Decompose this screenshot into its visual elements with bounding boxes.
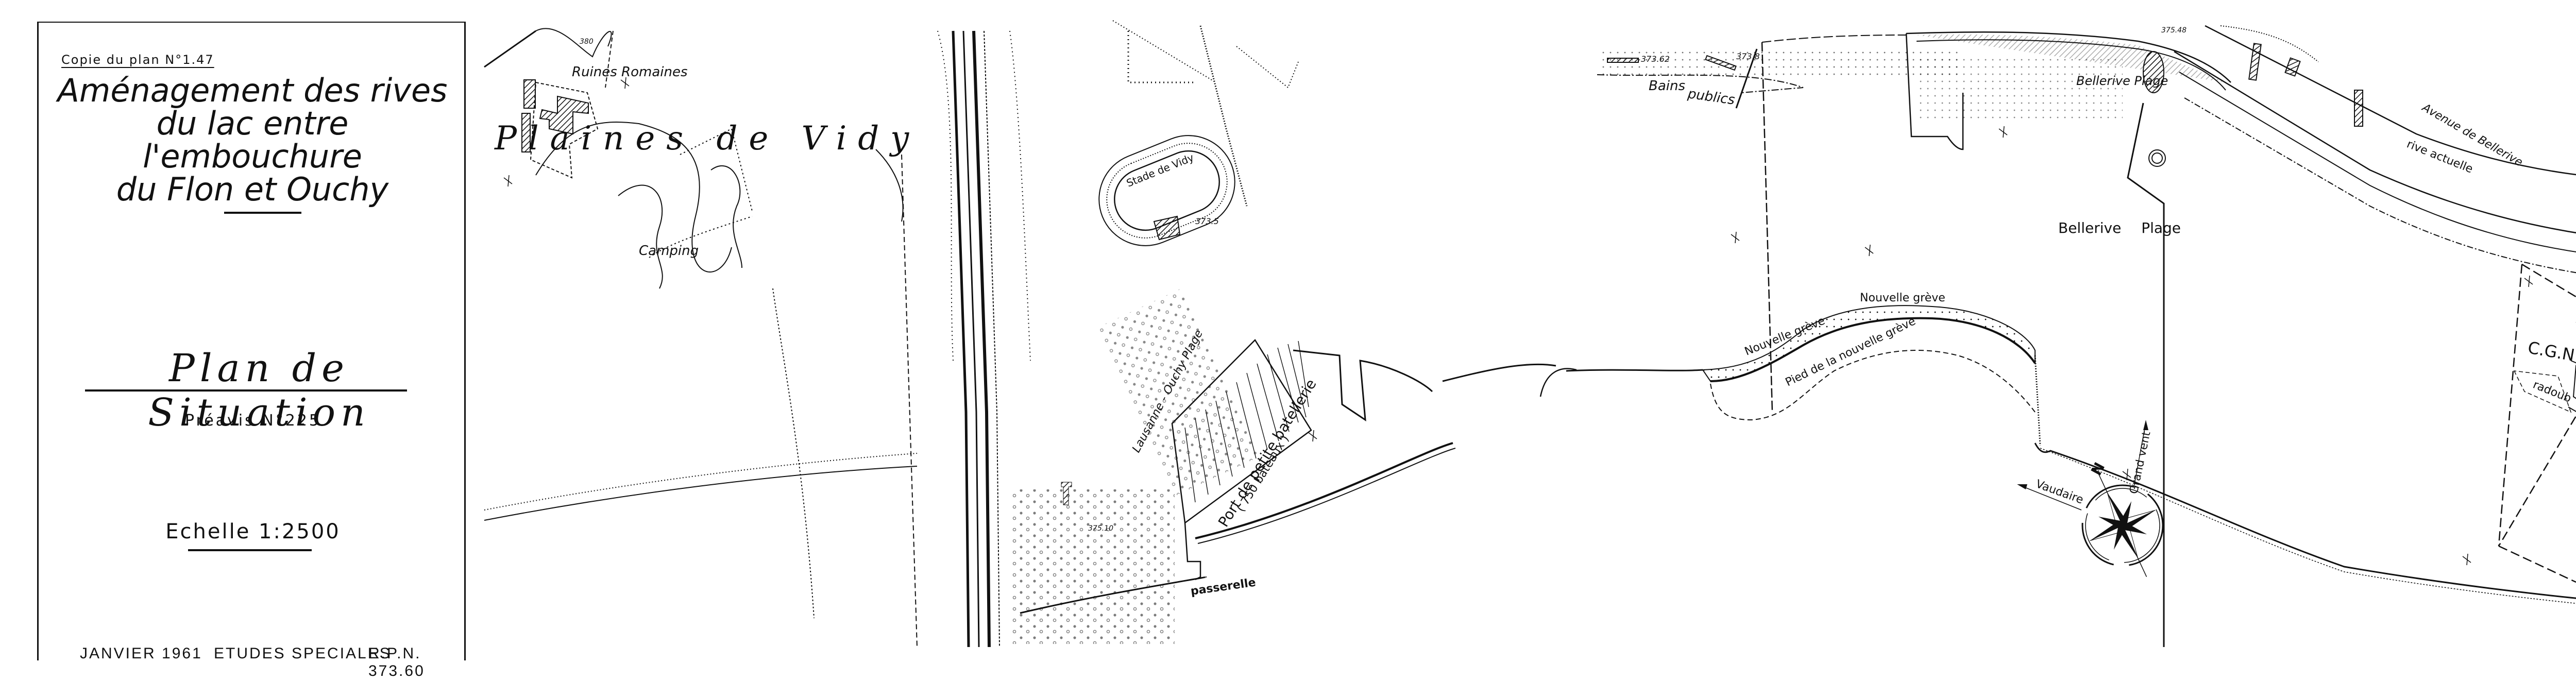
plan-sheet: Copie du plan N°1.47 Aménagement des riv…: [37, 0, 2576, 679]
title-divider: [224, 212, 301, 214]
preavis-number: Préavis N°225: [184, 412, 321, 430]
label-nouvelle-greve-2: Nouvelle grève: [1860, 292, 1945, 304]
compass-grand-vent-label: Grand vent: [2127, 430, 2153, 495]
nouvelle-greve: [1539, 305, 2576, 604]
footer-date: JANVIER 1961: [80, 645, 202, 662]
title-line-2: du lac entre l'embouchure: [143, 105, 362, 175]
compass-vaudaire-label: Vaudaire: [2034, 478, 2085, 506]
label-bellerive-plage-new: Bellerive Plage: [2058, 219, 2181, 236]
stade-de-vidy: [1098, 20, 1299, 246]
label-cgn: C.G.N: [2527, 337, 2576, 365]
title-line-3: du Flon et Ouchy: [116, 171, 389, 208]
scale-label: Echelle 1:2500: [165, 520, 341, 543]
label-rive-actuelle: rive actuelle: [2405, 138, 2475, 176]
elevation-373-8: 373.8: [1736, 52, 1760, 61]
elevation-380: 380: [580, 38, 594, 46]
site-map[interactable]: Plaines de Vidy Ruines Romaines Camping …: [464, 0, 2576, 648]
title-block: Copie du plan N°1.47 Aménagement des riv…: [37, 22, 466, 679]
elevation-373-62: 373.62: [1641, 54, 1670, 64]
label-ruines-romaines: Ruines Romaines: [572, 64, 688, 80]
west-port-pontoons: [1184, 341, 1309, 503]
label-plaines-de-vidy: Plaines de Vidy: [494, 120, 920, 158]
elevation-375-10: 375.10: [1088, 524, 1113, 533]
label-passerelle-west: passerelle: [1190, 576, 1257, 598]
plan-title-underline: [85, 389, 407, 392]
footer-department: ETUDES SPECIALES: [214, 645, 392, 662]
label-bellerive-plage-existing: Bellerive Plage: [2076, 74, 2168, 88]
scale-underline: [188, 549, 312, 551]
elevation-375-48: 375.48: [2161, 26, 2187, 35]
port-marchand: [2498, 263, 2576, 583]
title-line-1: Aménagement des rives: [57, 72, 448, 109]
label-bains: Bains: [1649, 78, 1685, 94]
avenue-bellerive: [2174, 25, 2576, 274]
elevation-373-5: 373.5: [1195, 216, 1219, 226]
label-radoub: radoub: [2531, 378, 2573, 405]
compass-rose: [2017, 420, 2164, 577]
label-camping: Camping: [639, 243, 699, 259]
footer-reference: R.P.N. 373.60: [368, 645, 425, 679]
label-publics: publics: [1686, 86, 1736, 108]
plan-title: Plan de Situation: [148, 346, 370, 435]
west-port: [1020, 338, 1556, 614]
flon-river-area: [1010, 287, 1261, 644]
vidy-area: [484, 28, 1031, 648]
bellerive-shore: [1597, 31, 2231, 647]
map-canvas[interactable]: Plaines de Vidy Ruines Romaines Camping …: [464, 0, 2576, 648]
compass-north-label: N: [2088, 460, 2108, 478]
grid-crosses: [503, 77, 2533, 566]
document-title: Aménagement des rives du lac entre l'emb…: [54, 74, 451, 206]
copy-reference: Copie du plan N°1.47: [61, 53, 214, 67]
